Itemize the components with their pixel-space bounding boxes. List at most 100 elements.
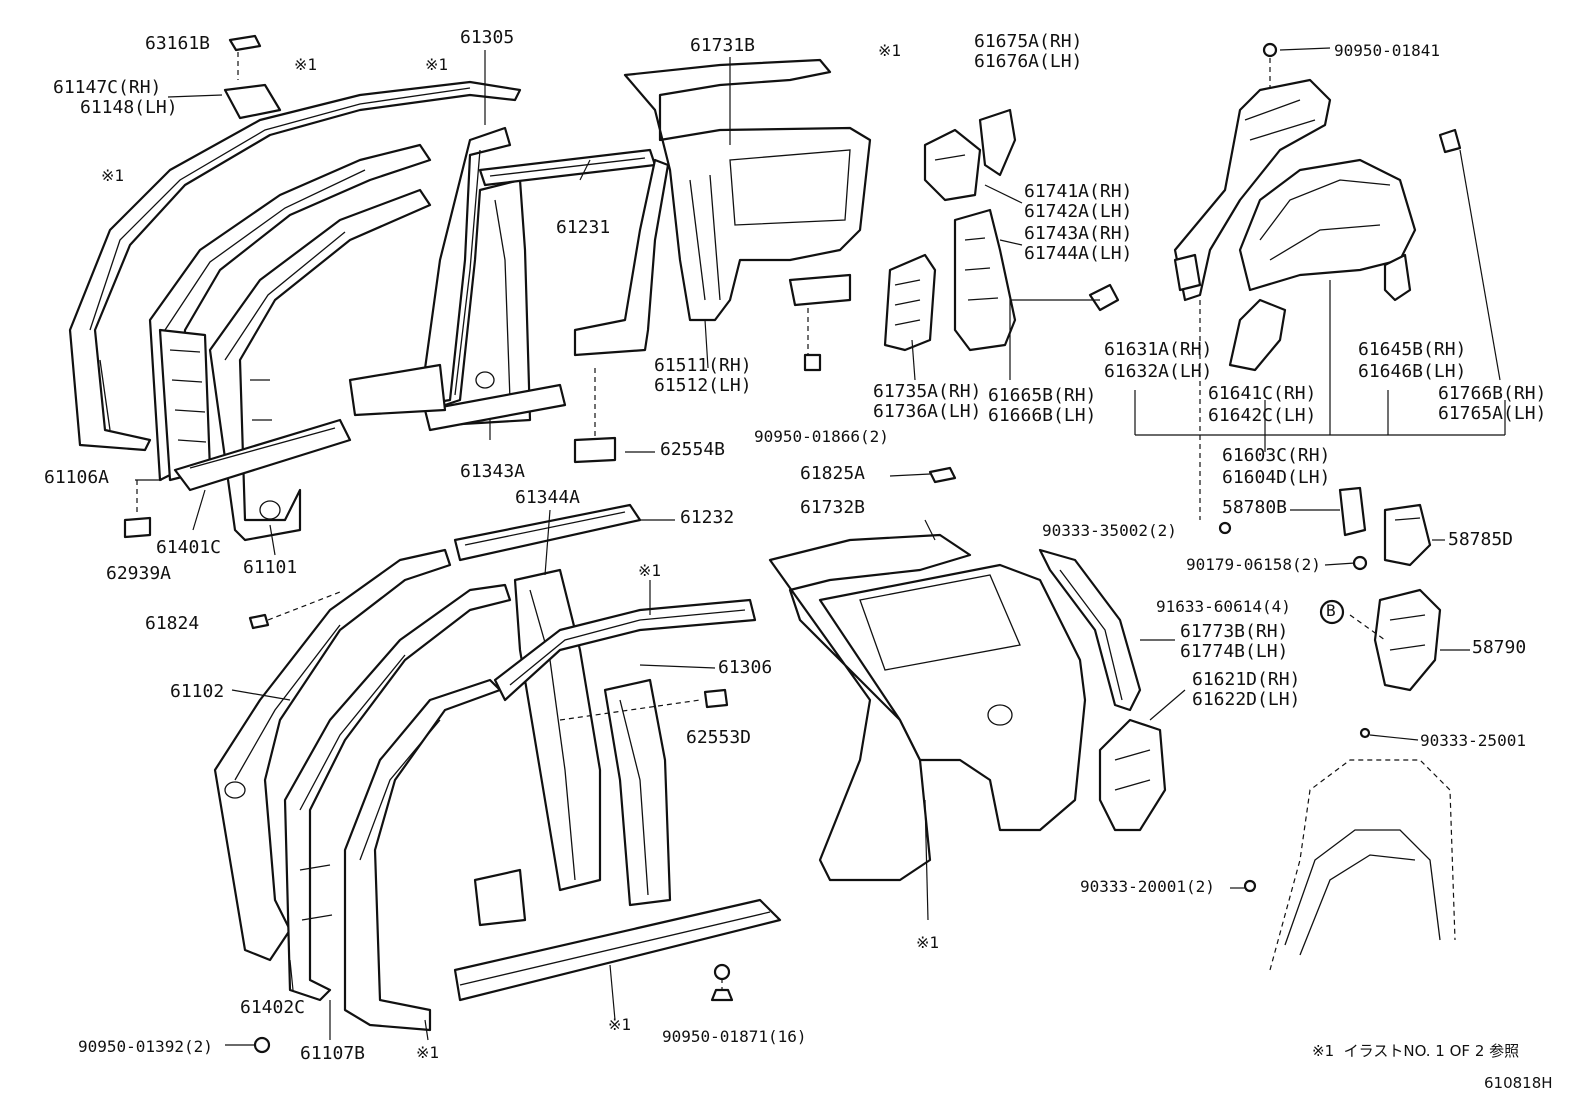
leader-lines xyxy=(135,47,1506,1046)
label-63161B: 63161B xyxy=(145,33,211,54)
label-61102: 61102 xyxy=(170,681,225,702)
quarter-extension-61735A xyxy=(883,253,937,352)
label-90950-01866: 90950-01866(2) xyxy=(754,427,889,446)
wheel-house-inner-61603C xyxy=(1238,158,1417,292)
back-door-side-panel-61743A xyxy=(953,208,1017,352)
wheel-house-extension-61641C xyxy=(1228,298,1287,372)
roof-side-rail-outer xyxy=(68,80,522,452)
label-star1-h: ※1 xyxy=(416,1043,440,1062)
label-61642C: 61642C(LH) xyxy=(1208,405,1317,426)
label-61665B: 61665B(RH) xyxy=(988,385,1097,406)
label-61106A: 61106A xyxy=(44,467,110,488)
lamp-bracket-61621D xyxy=(1098,718,1167,832)
back-door-opening-61675A xyxy=(978,108,1017,177)
bracket-58785D xyxy=(1383,503,1432,567)
label-61621D: 61621D(RH) xyxy=(1192,669,1301,690)
label-61646B: 61646B(LH) xyxy=(1358,361,1467,382)
circle-b-marker xyxy=(1319,599,1345,625)
bracket-58780B xyxy=(1338,486,1367,537)
label-61741A: 61741A(RH) xyxy=(1024,181,1133,202)
label-61774B: 61774B(LH) xyxy=(1180,641,1289,662)
label-star1-f: ※1 xyxy=(916,933,940,952)
label-61824: 61824 xyxy=(145,613,200,634)
front-pillar-outer-61102 xyxy=(213,548,452,962)
front-pillar-61402C xyxy=(343,678,502,1032)
label-61603C: 61603C(RH) xyxy=(1222,445,1331,466)
label-61306: 61306 xyxy=(718,657,773,678)
label-61232: 61232 xyxy=(680,507,735,528)
label-61743A: 61743A(RH) xyxy=(1024,223,1133,244)
bracket-58790 xyxy=(1373,588,1442,692)
label-90950-01871: 90950-01871(16) xyxy=(662,1027,807,1046)
label-61511: 61511(RH) xyxy=(654,355,752,376)
label-90333-20001: 90333-20001(2) xyxy=(1080,877,1215,896)
label-star1-g: ※1 xyxy=(608,1015,632,1034)
label-61735A: 61735A(RH) xyxy=(873,381,982,402)
label-61744A: 61744A(LH) xyxy=(1024,243,1133,264)
label-star1-b: ※1 xyxy=(425,55,449,74)
label-90333-35002: 90333-35002(2) xyxy=(1042,521,1177,540)
label-61641C: 61641C(RH) xyxy=(1208,383,1317,404)
label-61631A: 61631A(RH) xyxy=(1104,339,1213,360)
label-61666B: 61666B(LH) xyxy=(988,405,1097,426)
center-pillar-inner-lower xyxy=(603,678,672,907)
label-62939A: 62939A xyxy=(106,563,172,584)
label-61825A: 61825A xyxy=(800,463,866,484)
label-61676A: 61676A(LH) xyxy=(974,51,1083,72)
label-90179-06158: 90179-06158(2) xyxy=(1186,555,1321,574)
fasteners xyxy=(248,466,1368,1054)
reference-note: ※1 イラストNO. 1 OF 2 参照 xyxy=(1312,1042,1520,1060)
quarter-outer-panel-61732B xyxy=(768,533,1087,882)
label-61604D: 61604D(LH) xyxy=(1222,467,1331,488)
label-90950-01841: 90950-01841 xyxy=(1334,41,1440,60)
label-star1-a: ※1 xyxy=(294,55,318,74)
label-circle-b: B xyxy=(1326,601,1336,620)
rocker-outer-panel xyxy=(453,898,782,1002)
label-61148: 61148(LH) xyxy=(80,97,178,118)
center-pillar-61305 xyxy=(418,126,512,407)
label-61401C: 61401C xyxy=(156,537,222,558)
label-61632A: 61632A(LH) xyxy=(1104,361,1213,382)
label-61512: 61512(LH) xyxy=(654,375,752,396)
label-61231: 61231 xyxy=(556,217,611,238)
label-61305: 61305 xyxy=(460,27,515,48)
front-pillar-outer-upper xyxy=(148,143,432,482)
label-61344A: 61344A xyxy=(515,487,581,508)
label-61622D: 61622D(LH) xyxy=(1192,689,1301,710)
front-pillar-inner-61107B xyxy=(283,583,512,1002)
label-star1-c: ※1 xyxy=(101,166,125,185)
wheel-house-outer-61631A xyxy=(1173,78,1332,302)
label-58780B: 58780B xyxy=(1222,497,1288,518)
center-pillar-outer-61344A xyxy=(473,568,602,927)
quarter-extension-61773B xyxy=(1038,548,1142,712)
gusset-61645B xyxy=(1383,253,1412,302)
label-61402C: 61402C xyxy=(240,997,306,1018)
center-pillar-inner-61343A xyxy=(423,178,567,432)
rocker-panel-reinforcement xyxy=(173,418,352,492)
label-58785D: 58785D xyxy=(1448,529,1514,550)
label-61101: 61101 xyxy=(243,557,298,578)
label-90333-25001: 90333-25001 xyxy=(1420,731,1526,750)
roof-side-inner-61232 xyxy=(453,503,642,562)
quarter-pillar-61741A xyxy=(923,128,982,202)
label-61736A: 61736A(LH) xyxy=(873,401,982,422)
label-61732B: 61732B xyxy=(800,497,866,518)
label-61645B: 61645B(RH) xyxy=(1358,339,1467,360)
label-61107B: 61107B xyxy=(300,1043,366,1064)
label-62554B: 62554B xyxy=(660,439,726,460)
wheel-arch-panel-lower-right xyxy=(1243,727,1456,971)
label-90950-01392: 90950-01392(2) xyxy=(78,1037,213,1056)
label-61147C: 61147C(RH) xyxy=(53,77,162,98)
label-62553D: 62553D xyxy=(686,727,752,748)
label-61343A: 61343A xyxy=(460,461,526,482)
label-star1-d: ※1 xyxy=(878,41,902,60)
label-61765A: 61765A(LH) xyxy=(1438,403,1547,424)
label-61742A: 61742A(LH) xyxy=(1024,201,1133,222)
roof-rail-61306 xyxy=(493,598,757,702)
label-91633-60614: 91633-60614(4) xyxy=(1156,597,1291,616)
illustration-code: 610818H xyxy=(1484,1074,1553,1092)
label-61773B: 61773B(RH) xyxy=(1180,621,1289,642)
label-61731B: 61731B xyxy=(690,35,756,56)
